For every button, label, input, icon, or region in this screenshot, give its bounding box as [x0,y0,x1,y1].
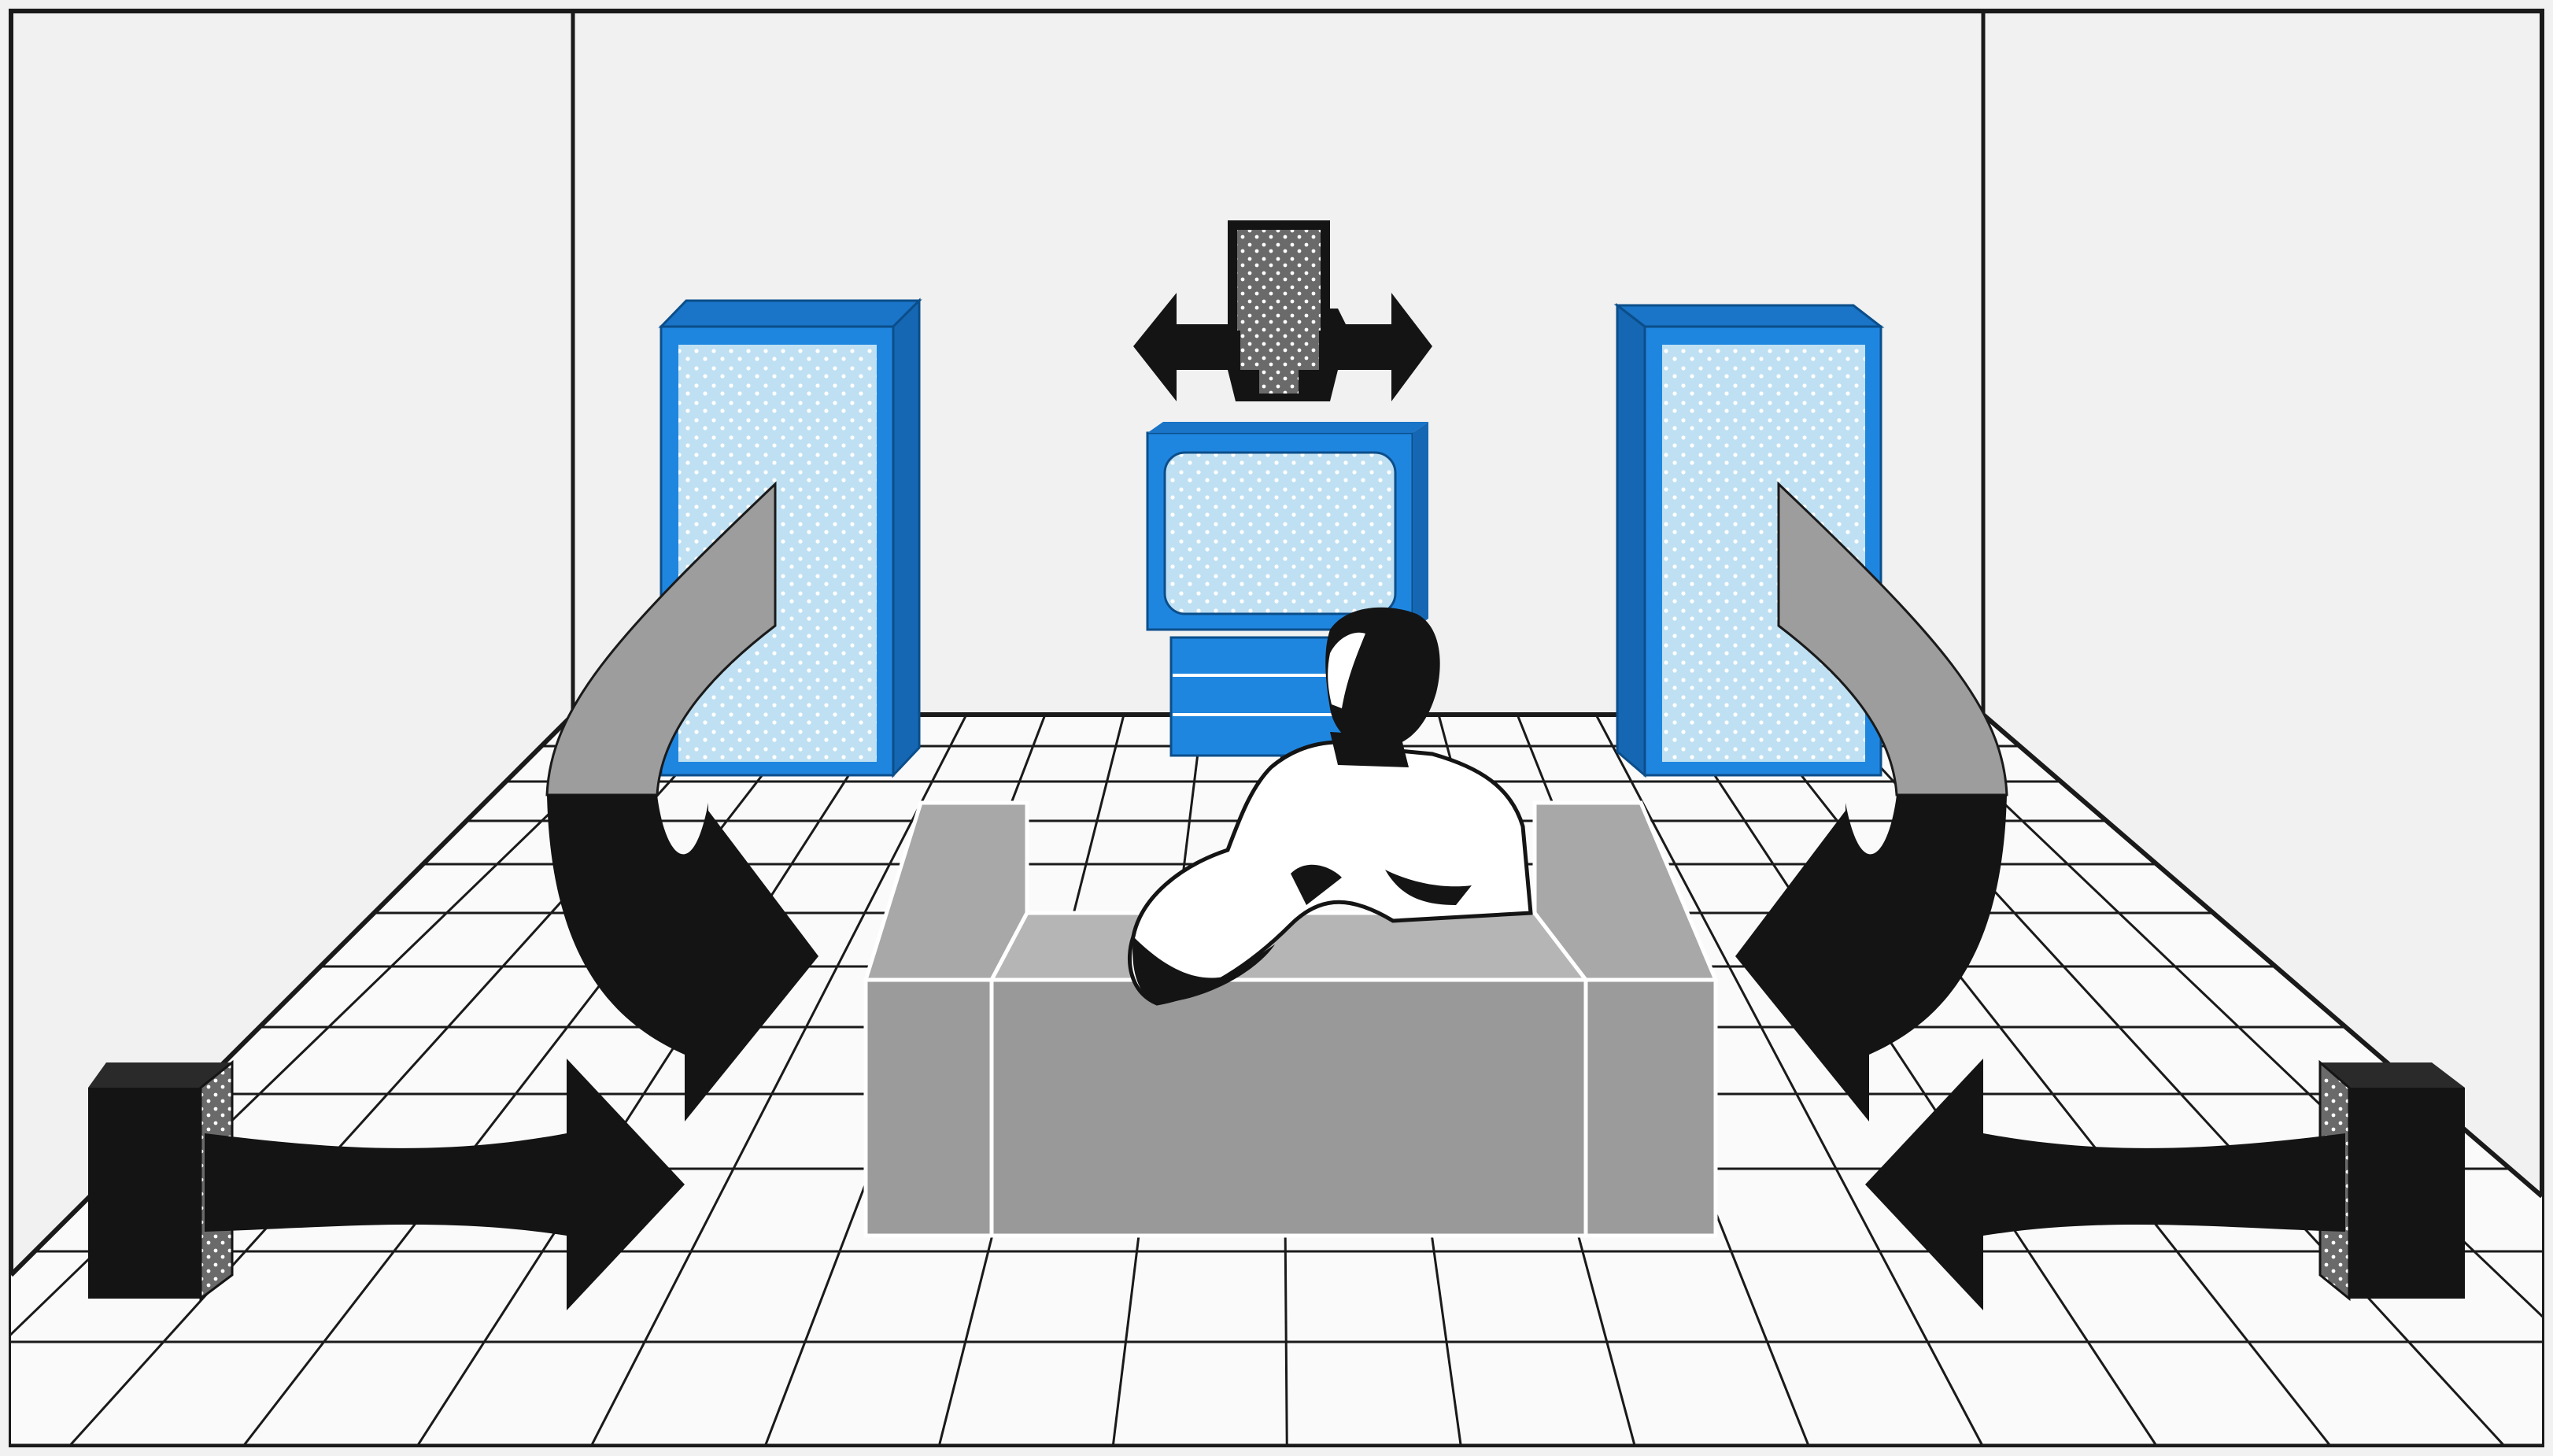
tv-screen [1165,453,1395,614]
television [1147,422,1428,630]
front-left-speaker [661,301,919,775]
front-right-speaker [1617,305,1881,775]
